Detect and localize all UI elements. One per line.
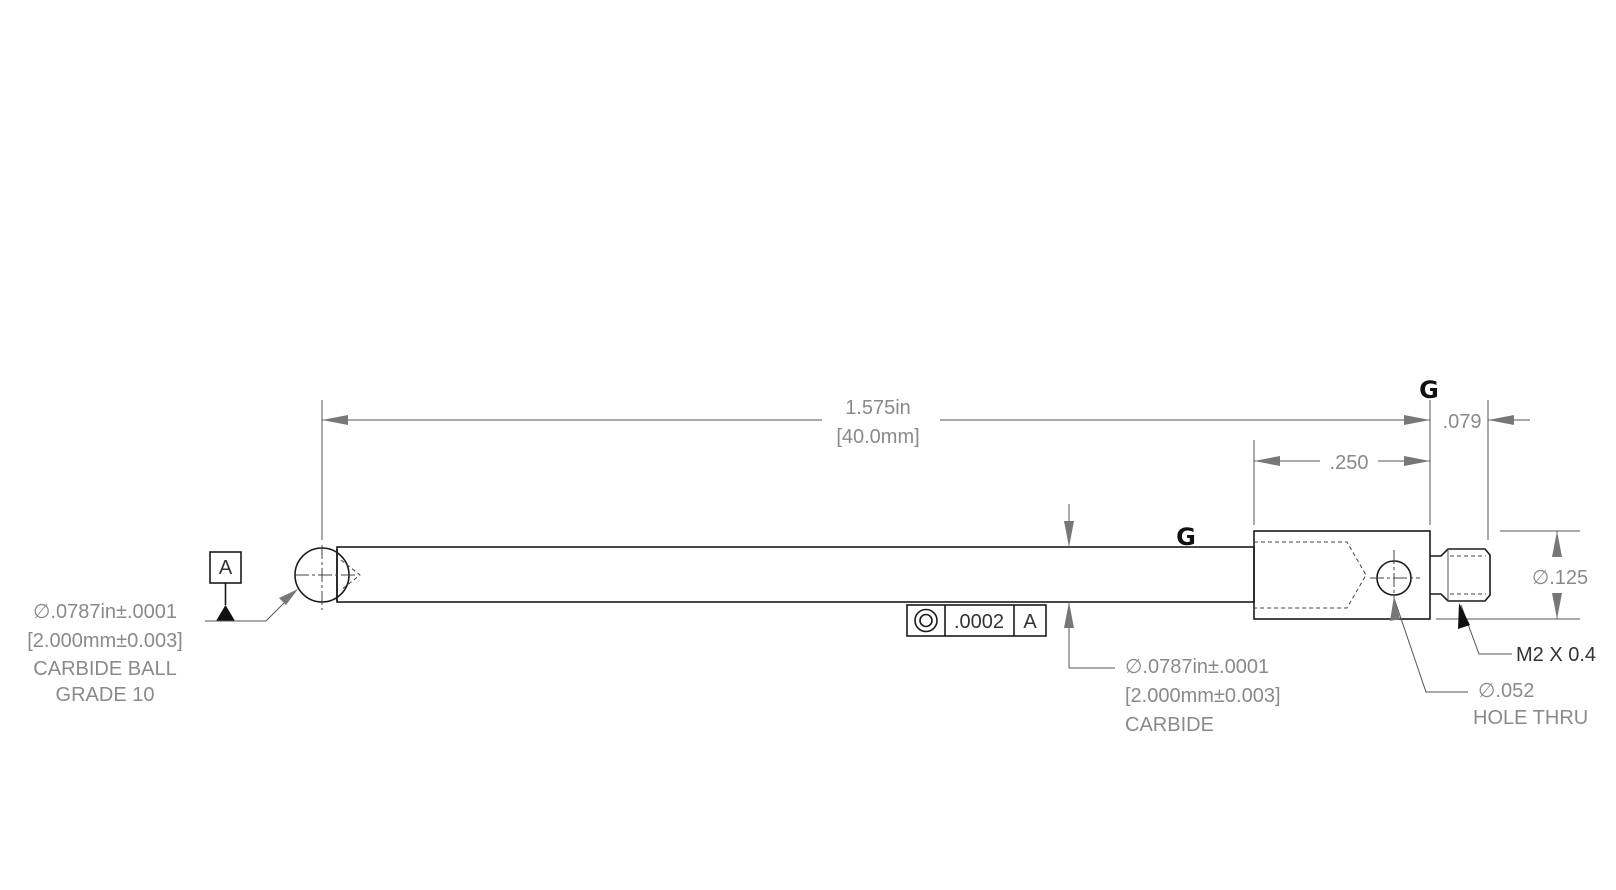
stylus-part [294, 530, 1491, 620]
overall-length-dimension: 1.575in [40.0mm] [321, 397, 1489, 540]
ball-callout: ∅.0787in±.0001 [2.000mm±0.003] CARBIDE B… [27, 601, 183, 706]
body-diameter-dimension: ∅.125 [1436, 530, 1588, 620]
stylus-body [1253, 530, 1431, 620]
feature-control-frame: .0002 A [906, 604, 1047, 637]
carbide-stem [336, 546, 1255, 603]
datum-triangle-icon [216, 605, 235, 621]
datum-feature-a: A [205, 551, 298, 622]
threaded-tip [1430, 548, 1491, 602]
stem-callout-line3: CARBIDE [1125, 714, 1214, 736]
ball-callout-line3: CARBIDE BALL [33, 658, 176, 680]
thread-callout-text: M2 X 0.4 [1516, 644, 1596, 666]
overall-length-mm: [40.0mm] [836, 426, 919, 448]
stem-callout-line2: [2.000mm±0.003] [1125, 685, 1281, 707]
datum-label: A [219, 557, 233, 579]
body-length-dimension: .250 [1253, 440, 1430, 525]
stem-callout-line1: ∅.0787in±.0001 [1125, 656, 1269, 678]
ball-callout-line2: [2.000mm±0.003] [27, 630, 183, 652]
marker-g-stem: G [1176, 523, 1196, 551]
hole-callout: ∅.052 HOLE THRU [1390, 596, 1588, 729]
hole-callout-line2: HOLE THRU [1473, 707, 1588, 729]
ball-callout-line4: GRADE 10 [56, 684, 155, 706]
body-length-value: .250 [1330, 452, 1369, 474]
tip-length-value: .079 [1443, 411, 1482, 433]
fcf-datum: A [1023, 611, 1037, 633]
thread-callout: M2 X 0.4 [1458, 603, 1596, 666]
concentricity-icon [914, 608, 938, 633]
marker-g-top: G [1419, 376, 1439, 404]
fcf-tolerance: .0002 [954, 611, 1004, 633]
overall-length-inch: 1.575in [845, 397, 911, 419]
ball-callout-line1: ∅.0787in±.0001 [33, 601, 177, 623]
stem-diameter-dimension: ∅.0787in±.0001 [2.000mm±0.003] CARBIDE [1064, 504, 1281, 736]
tip-length-dimension: .079 [1443, 411, 1530, 433]
body-diameter-value: ∅.125 [1532, 567, 1588, 589]
hole-callout-line1: ∅.052 [1478, 680, 1534, 702]
